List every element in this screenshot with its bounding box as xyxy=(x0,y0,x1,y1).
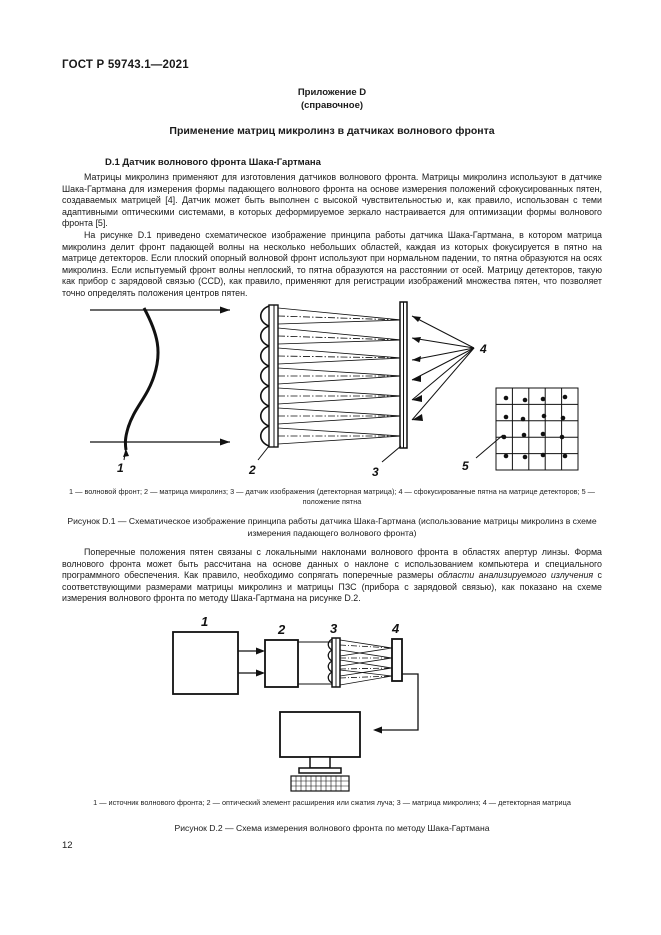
appendix-label: Приложение D xyxy=(297,87,367,98)
figure-d1-callout-3: 3 xyxy=(372,465,379,479)
page-number: 12 xyxy=(62,840,73,851)
paragraph-1: Матрицы микролинз применяют для изготовл… xyxy=(62,172,602,230)
figure-d1-callout-4: 4 xyxy=(479,342,487,356)
document-header-standard-id: ГОСТ Р 59743.1—2021 xyxy=(62,59,189,71)
paragraph-3-text-part2: с соответствующими размерами матрицы мик… xyxy=(62,570,602,604)
figure-d1-callout-2: 2 xyxy=(248,463,256,477)
paragraph-3: Поперечные положения пятен связаны с лок… xyxy=(62,547,602,605)
figure-d2-callout-2: 2 xyxy=(277,622,286,637)
figure-d2-diagram: 1 2 3 4 xyxy=(160,612,510,797)
figure-d2-caption: Рисунок D.2 — Схема измерения волнового … xyxy=(174,823,490,833)
figure-d1-caption: Рисунок D.1 — Схематическое изображение … xyxy=(67,516,597,538)
paragraph-3-italic-term: области анализируемого излучения xyxy=(437,570,594,581)
appendix-heading: Приложение D (справочное) xyxy=(62,86,602,112)
figure-d1-callout-5: 5 xyxy=(462,459,469,473)
paragraph-2: На рисунке D.1 приведено схематическое и… xyxy=(62,230,602,299)
figure-d1-callout-1: 1 xyxy=(117,461,124,475)
paragraph-1-text: Матрицы микролинз применяют для изготовл… xyxy=(62,172,602,229)
figure-d2-callout-1: 1 xyxy=(201,614,208,629)
figure-d2-callout-3: 3 xyxy=(330,621,338,636)
appendix-title: Применение матриц микролинз в датчиках в… xyxy=(169,125,495,137)
figure-d2-legend: 1 — источник волнового фронта; 2 — оптич… xyxy=(93,798,571,807)
appendix-kind: (справочное) xyxy=(300,100,364,111)
figure-d1-legend: 1 — волновой фронт; 2 — матрица микролин… xyxy=(69,487,595,506)
figure-d2-callout-4: 4 xyxy=(391,621,400,636)
figure-d1-diagram: 1 2 3 4 5 xyxy=(62,300,602,490)
paragraph-3-text-part1: Поперечные положения пятен связаны с лок… xyxy=(62,547,602,581)
section-heading-d1: D.1 Датчик волнового фронта Шака-Гартман… xyxy=(105,157,321,168)
paragraph-2-text: На рисунке D.1 приведено схематическое и… xyxy=(62,230,602,298)
